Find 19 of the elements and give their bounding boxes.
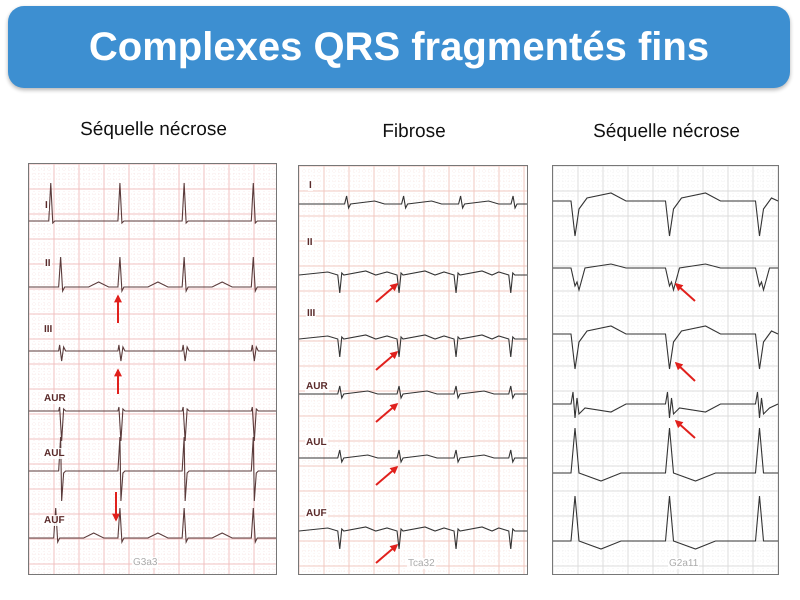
lead-label: I — [308, 180, 313, 191]
tracing-code: G2a11 — [668, 558, 700, 569]
title-banner: Complexes QRS fragmentés fins — [8, 6, 790, 88]
tracing-code: G3a3 — [132, 557, 158, 568]
lead-label: II — [306, 237, 314, 248]
lead-label: II — [44, 258, 52, 269]
lead-label: III — [306, 308, 316, 319]
lead-label: AUL — [305, 437, 328, 448]
lead-label: AUF — [305, 508, 328, 519]
lead-label: AUL — [43, 448, 66, 459]
tracing-code: Tca32 — [407, 558, 436, 569]
lead-label: III — [43, 324, 54, 335]
lead-label: AUR — [305, 381, 329, 392]
strip-heading: Fibrose — [381, 121, 447, 143]
lead-label: AUR — [43, 393, 67, 404]
strip-heading: Séquelle nécrose — [592, 121, 741, 143]
lead-label: I — [44, 200, 49, 211]
strip-heading: Séquelle nécrose — [79, 119, 228, 141]
lead-label: AUF — [43, 515, 66, 526]
